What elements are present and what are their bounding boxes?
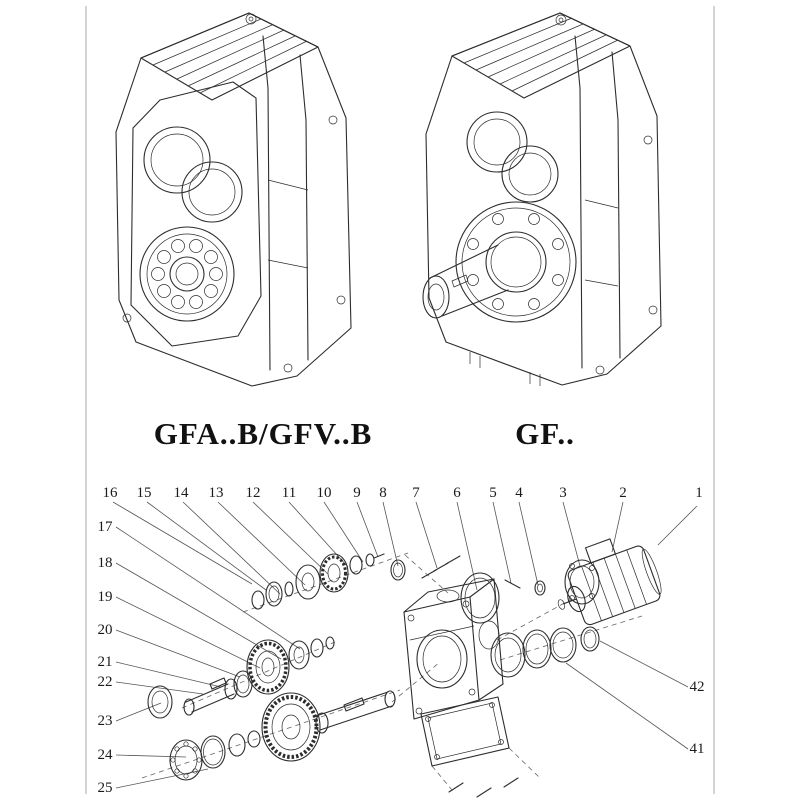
callout-10: 10 — [317, 485, 332, 501]
input-bearing-bosses — [143, 126, 243, 223]
callout-3: 3 — [559, 485, 567, 501]
callout-42: 42 — [690, 679, 705, 695]
callout-25: 25 — [98, 780, 113, 796]
model-label-right: GF.. — [515, 416, 575, 451]
callout-2: 2 — [619, 485, 627, 501]
callout-4: 4 — [515, 485, 523, 501]
callout-24: 24 — [98, 747, 114, 763]
callout-19: 19 — [98, 589, 113, 605]
output-flange — [455, 201, 577, 323]
callout-14: 14 — [174, 485, 190, 501]
intermediate-assembly — [183, 636, 335, 716]
callout-6: 6 — [453, 485, 461, 501]
gfa-gearbox-drawing — [115, 12, 352, 387]
cover-plate — [420, 696, 519, 798]
assembly-axes — [141, 552, 643, 791]
top-ribs — [463, 17, 619, 92]
callout-41: 41 — [690, 741, 705, 757]
callout-5: 5 — [489, 485, 497, 501]
bolt-holes — [122, 13, 346, 373]
callout-12: 12 — [246, 485, 261, 501]
callout-22: 22 — [98, 674, 113, 690]
callout-18: 18 — [98, 555, 113, 571]
callout-20: 20 — [98, 622, 113, 638]
callout-17: 17 — [98, 519, 114, 535]
callout-23: 23 — [98, 713, 113, 729]
input-shaft-assembly — [251, 553, 406, 610]
exploded-view: 16 15 14 13 12 11 10 9 8 7 6 5 4 3 2 1 1… — [98, 485, 705, 798]
callout-21: 21 — [98, 654, 113, 670]
model-label-left: GFA..B/GFV..B — [154, 416, 373, 451]
motor-adapter-parts — [460, 559, 600, 624]
housing-bolts — [421, 555, 461, 579]
housing-part — [403, 578, 504, 720]
callout-9: 9 — [353, 485, 361, 501]
callout-13: 13 — [209, 485, 224, 501]
callout-15: 15 — [137, 485, 152, 501]
output-bearing-set — [147, 685, 261, 781]
hollow-shaft-bearing — [139, 226, 235, 322]
leader-lines — [112, 501, 698, 789]
bolt-holes — [469, 14, 658, 386]
callout-7: 7 — [412, 485, 420, 501]
motor-part — [557, 538, 662, 626]
callout-8: 8 — [379, 485, 387, 501]
callout-16: 16 — [103, 485, 119, 501]
output-shaft — [422, 244, 509, 319]
output-rings — [490, 626, 600, 678]
callout-numbers: 16 15 14 13 12 11 10 9 8 7 6 5 4 3 2 1 1… — [98, 485, 705, 796]
top-ribs — [152, 18, 308, 94]
output-gear-assembly — [261, 690, 396, 762]
callout-1: 1 — [695, 485, 703, 501]
page-border — [85, 6, 715, 794]
input-bearing-bosses — [466, 111, 559, 203]
gf-gearbox-drawing — [422, 12, 662, 386]
callout-11: 11 — [282, 485, 296, 501]
